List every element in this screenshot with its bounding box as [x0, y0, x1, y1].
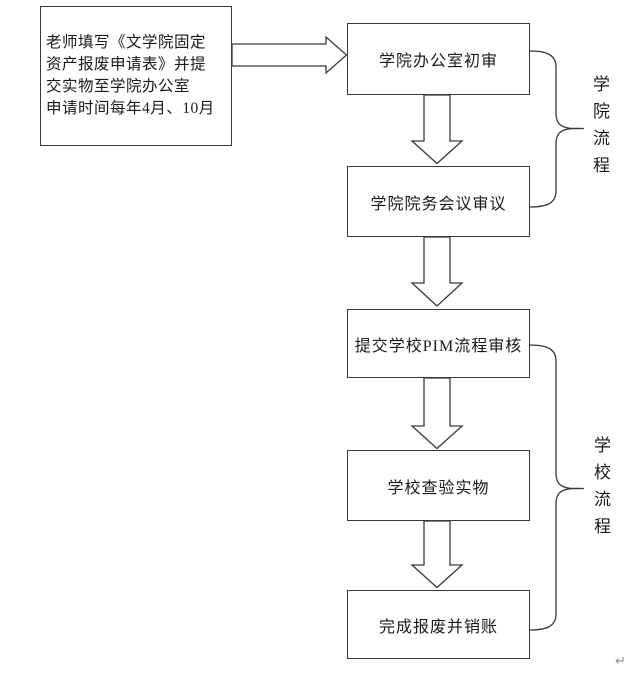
- block-arrow-down-icon-4: [410, 520, 464, 589]
- note-line: 老师填写《文学院固定: [46, 34, 207, 51]
- step-label: 完成报废并销账: [378, 618, 498, 636]
- step-box-office-initial-review: 学院办公室初审: [347, 23, 530, 95]
- step-box-physical-inspection: 学校查验实物: [347, 450, 530, 521]
- step-label: 学院办公室初审: [378, 53, 498, 70]
- note-line: 交实物至学院办公室: [46, 78, 191, 95]
- step-box-writeoff-complete: 完成报废并销账: [347, 590, 530, 659]
- block-arrow-right-icon: [231, 35, 348, 75]
- label-school-process: 学校流程: [591, 436, 610, 544]
- note-box: 老师填写《文学院固定 资产报废申请表》并提 交实物至学院办公室 申请时间每年4月…: [40, 6, 232, 146]
- step-box-pim-process-review: 提交学校PIM流程审核: [347, 309, 530, 378]
- label-college-process: 学院流程: [590, 75, 609, 183]
- brace-college-process: [529, 50, 585, 208]
- brace-school-process: [529, 344, 585, 631]
- note-line: 申请时间每年4月、10月: [46, 100, 215, 117]
- block-arrow-down-icon-1: [410, 94, 464, 165]
- block-arrow-down-icon-3: [410, 377, 464, 450]
- step-label: 学校查验实物: [387, 479, 490, 497]
- step-box-council-deliberation: 学院院务会议审议: [347, 166, 530, 237]
- paragraph-return-mark: ↵: [615, 654, 626, 669]
- block-arrow-down-icon-2: [410, 236, 464, 307]
- step-label: 提交学校PIM流程审核: [354, 337, 523, 355]
- note-line: 资产报废申请表》并提: [46, 56, 207, 73]
- step-label: 学院院务会议审议: [370, 195, 507, 213]
